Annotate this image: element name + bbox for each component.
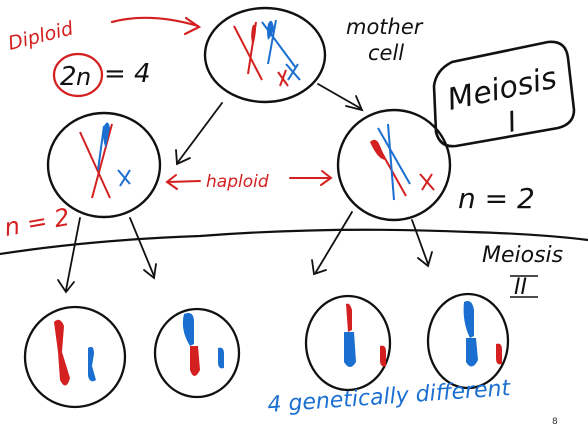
right-haploid-chromosomes	[370, 123, 435, 201]
haploid-arrow-left	[167, 180, 201, 183]
daughter-cell-4-chromosomes	[463, 301, 502, 367]
arrow-mother-to-right	[317, 83, 361, 109]
two-n-prefix: 2	[60, 62, 77, 92]
mother-cell-label-line2: cell	[368, 41, 404, 65]
diploid-label: Diploid	[6, 17, 76, 55]
mother-cell	[203, 6, 327, 104]
page-number: 8	[552, 417, 558, 427]
daughter-cell-3	[304, 294, 392, 392]
meiosis-divider	[0, 228, 588, 256]
daughter-cell-1	[23, 305, 127, 409]
daughter-cell-4	[426, 292, 510, 390]
arrow-mother-to-right-head	[345, 95, 364, 112]
mother-cell-label-line1: mother	[346, 15, 424, 39]
right-haploid-cell	[336, 108, 452, 222]
meiosis-2-arrows	[57, 211, 433, 294]
left-haploid-cell	[46, 111, 162, 219]
meiosis-2-numeral: II	[514, 275, 527, 300]
meiosis-2-label: Meiosis	[482, 243, 563, 268]
arrow-mother-to-left-head	[175, 149, 191, 166]
daughter-cell-3-chromosomes	[344, 303, 386, 367]
daughter-cell-2	[153, 307, 241, 399]
two-n-letter: n	[76, 63, 91, 91]
meiosis-1-numeral: I	[505, 105, 520, 139]
four-genetically-different-label: 4 genetically different	[267, 376, 513, 418]
two-n-value: = 4	[104, 59, 151, 89]
haploid-arrow-left-head	[165, 174, 178, 190]
two-n-circle	[52, 52, 104, 98]
arrow-mother-to-left	[177, 102, 223, 163]
daughter-cell-2-chromosomes	[182, 313, 224, 376]
diploid-arrow	[110, 16, 200, 28]
haploid-label: haploid	[206, 172, 269, 192]
diploid-arrow-head	[183, 16, 202, 36]
meiosis-1-label: Meiosis	[444, 61, 559, 118]
left-haploid-chromosomes	[79, 122, 131, 199]
haploid-arrow-right-head	[320, 170, 333, 186]
mother-cell-chromosomes	[233, 19, 301, 87]
daughter-cell-1-chromosomes	[54, 319, 96, 386]
n-equals-2-left: n = 2	[2, 203, 72, 242]
n-equals-2-right: n = 2	[458, 182, 535, 215]
